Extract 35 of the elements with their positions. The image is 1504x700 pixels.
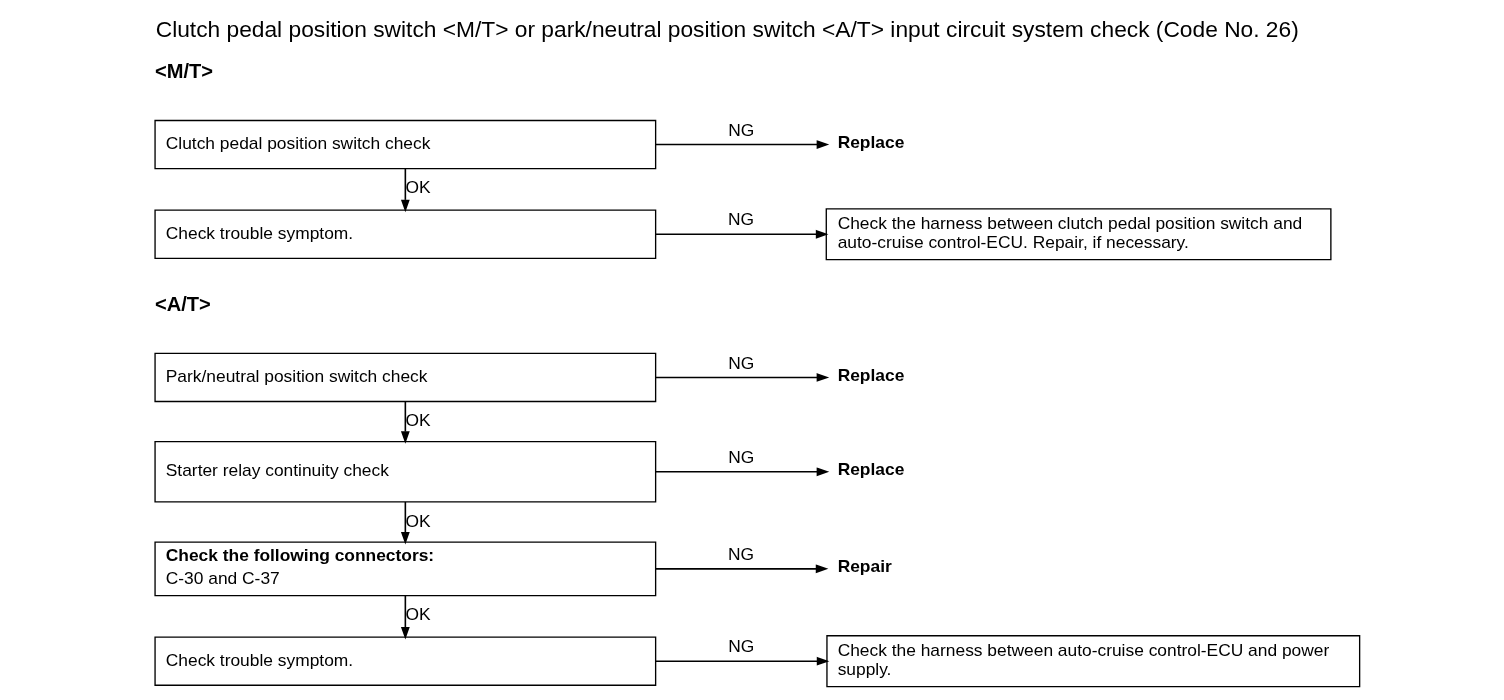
- diagram-title: Clutch pedal position switch <M/T> or park/neutral position switch <A/T> input circuit system check (Code No. 26): [155, 15, 1299, 42]
- arrow: [400, 167, 410, 213]
- arrow: [654, 467, 830, 477]
- node-box: Check trouble symptom.: [154, 636, 657, 686]
- node-text: Repair: [837, 556, 892, 577]
- node-box: Clutch pedal position switch check: [154, 119, 657, 170]
- edge-label: NG: [728, 636, 755, 657]
- edge-label: OK: [405, 410, 431, 431]
- node-box: Check the harness between auto-cruise control-ECU and power supply.: [826, 635, 1361, 688]
- edge-label: NG: [727, 544, 754, 564]
- node-box: Check the harness between clutch pedal position switch and auto-cruise control-ECU. Repair, if necessary.: [825, 208, 1332, 261]
- edge-label: NG: [727, 209, 754, 230]
- node-box: Starter relay continuity check: [154, 441, 657, 503]
- edge-label: OK: [405, 604, 431, 625]
- node-box: Check the following connectors: C-30 and C-37: [154, 541, 657, 597]
- arrow: [400, 501, 410, 545]
- edge-label: NG: [728, 352, 755, 373]
- arrow: [400, 594, 410, 640]
- node-box: Check trouble symptom.: [154, 209, 657, 259]
- arrow: [654, 373, 830, 382]
- arrow: [654, 656, 830, 666]
- label: <A/T>: [155, 292, 211, 315]
- edge-label: OK: [405, 510, 431, 531]
- edge-label: OK: [405, 177, 431, 198]
- arrow: [654, 564, 829, 574]
- arrow: [654, 140, 830, 149]
- edge-label: NG: [728, 119, 755, 140]
- node-text: Replace: [837, 364, 905, 385]
- node-box: Park/neutral position switch check: [154, 352, 657, 403]
- node-text: Replace: [837, 131, 905, 152]
- label: <M/T>: [155, 59, 214, 82]
- node-text: Replace: [837, 459, 905, 480]
- arrow: [655, 229, 829, 239]
- arrow: [400, 401, 410, 444]
- edge-label: NG: [728, 446, 755, 467]
